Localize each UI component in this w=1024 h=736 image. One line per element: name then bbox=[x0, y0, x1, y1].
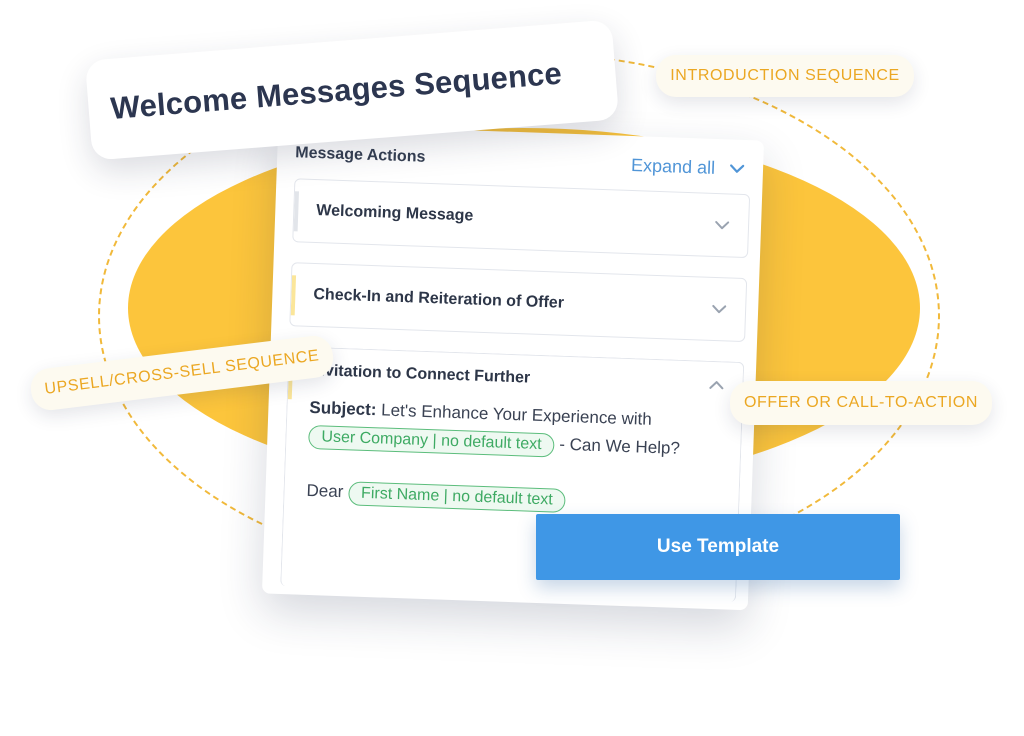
subject-label: Subject: bbox=[309, 397, 377, 420]
email-greeting-line: Dear First Name | no default text bbox=[306, 480, 567, 513]
panel-title: Message Actions bbox=[295, 144, 426, 166]
sequence-title: Welcome Messages Sequence bbox=[109, 55, 564, 126]
accordion-item-label: Invitation to Connect Further bbox=[310, 361, 531, 387]
chevron-up-icon[interactable] bbox=[708, 380, 724, 391]
accordion-item-check-in[interactable]: Check-In and Reiteration of Offer bbox=[289, 262, 748, 343]
email-subject-line: Subject: Let's Enhance Your Experience w… bbox=[308, 394, 710, 464]
chevron-down-icon bbox=[729, 163, 745, 174]
panel-header: Message Actions Expand all bbox=[295, 138, 746, 184]
expand-all-label: Expand all bbox=[630, 154, 716, 178]
accordion-item-label: Welcoming Message bbox=[316, 202, 474, 225]
greeting-text: Dear bbox=[306, 480, 344, 502]
user-company-merge-tag[interactable]: User Company | no default text bbox=[308, 424, 555, 458]
accordion-item-welcoming-message[interactable]: Welcoming Message bbox=[292, 178, 751, 259]
item-accent-bar bbox=[290, 275, 297, 316]
offer-call-to-action-pill: OFFER OR CALL-TO-ACTION bbox=[730, 381, 992, 425]
subject-tail: - Can We Help? bbox=[559, 434, 681, 458]
message-actions-panel: Message Actions Expand all Welcoming Mes… bbox=[261, 123, 765, 611]
chevron-down-icon[interactable] bbox=[714, 220, 730, 231]
item-accent-bar bbox=[293, 191, 299, 232]
accordion-item-header[interactable]: Invitation to Connect Further bbox=[310, 362, 724, 394]
accordion-item-label: Check-In and Reiteration of Offer bbox=[313, 285, 565, 312]
expand-all-button[interactable]: Expand all bbox=[631, 155, 746, 180]
offer-call-to-action-label: OFFER OR CALL-TO-ACTION bbox=[744, 394, 978, 411]
use-template-button[interactable]: Use Template bbox=[536, 514, 900, 580]
chevron-down-icon[interactable] bbox=[711, 304, 727, 315]
use-template-label: Use Template bbox=[656, 536, 780, 557]
introduction-sequence-pill: INTRODUCTION SEQUENCE bbox=[656, 55, 914, 97]
first-name-merge-tag[interactable]: First Name | no default text bbox=[347, 481, 567, 513]
accordion-item-invitation: Invitation to Connect Further Subject: L… bbox=[280, 346, 745, 602]
introduction-sequence-label: INTRODUCTION SEQUENCE bbox=[670, 67, 900, 84]
subject-text: Let's Enhance Your Experience with bbox=[380, 400, 653, 429]
